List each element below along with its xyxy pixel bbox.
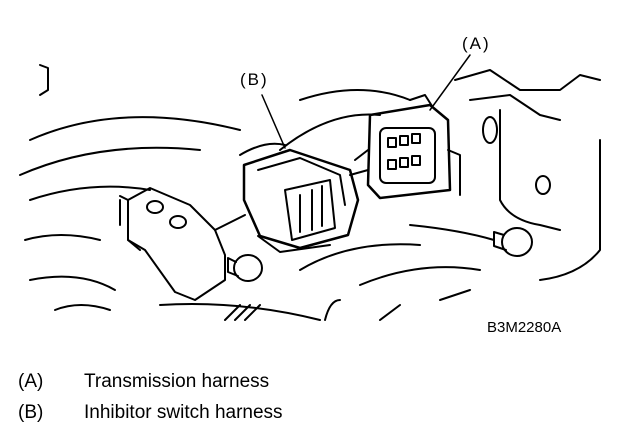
legend-key: (B): [18, 402, 44, 423]
callout-a: (A): [462, 34, 491, 53]
transmission-housing: [19, 64, 601, 321]
leader-line-b: [261, 94, 286, 149]
legend-text: Transmission harness: [84, 371, 270, 392]
legend-item-a: (A) Transmission harness: [18, 371, 269, 393]
bolt-right: [409, 224, 533, 257]
figure-code: B3M2280A: [487, 319, 562, 336]
leader-line-a: [429, 54, 471, 111]
legend-key: (A): [18, 371, 44, 392]
callout-b: (B): [240, 70, 269, 89]
connector-b: [239, 142, 360, 253]
bracket: [119, 187, 246, 301]
bolt-left: [227, 254, 263, 282]
connector-a: [349, 94, 461, 200]
legend-item-b: (B) Inhibitor switch harness: [18, 402, 283, 424]
legend-text: Inhibitor switch harness: [84, 402, 283, 423]
